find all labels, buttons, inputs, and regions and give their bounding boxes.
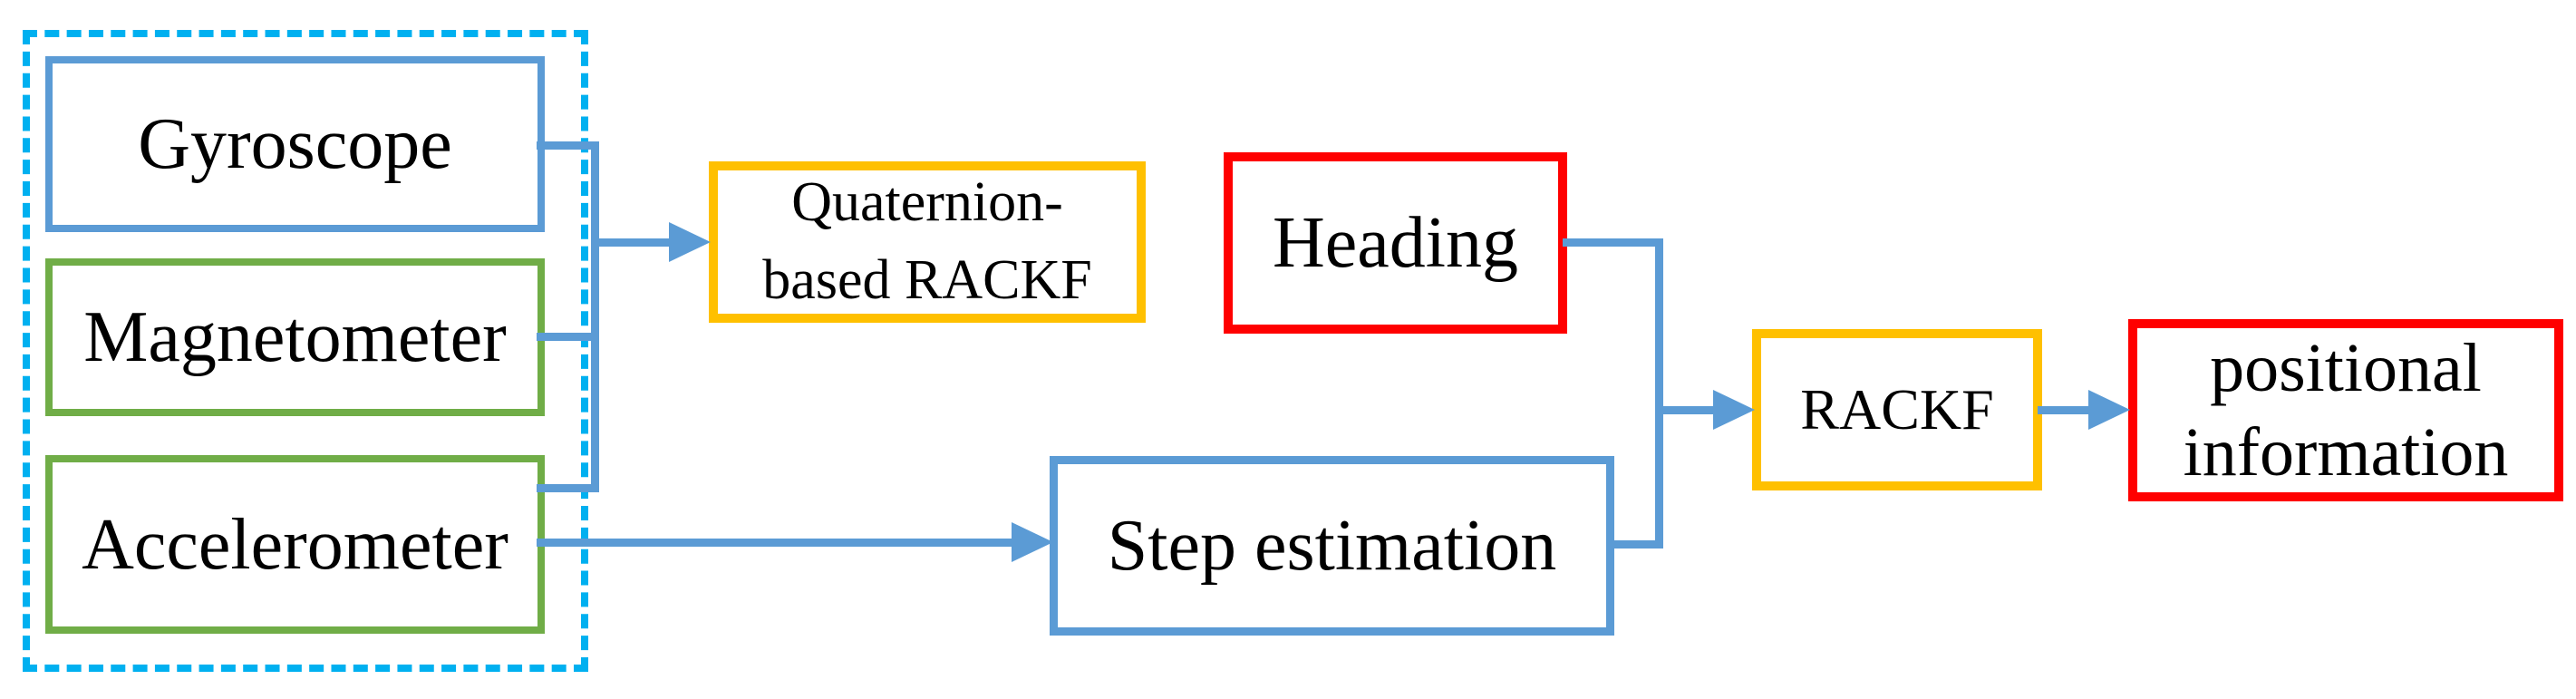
connector-heading-exit — [1563, 238, 1663, 247]
sensor-group-box — [23, 30, 588, 672]
connector-step-exit — [1610, 540, 1663, 549]
node-quaternion-based-rackf: Quaternion- based RACKF — [709, 161, 1146, 323]
arrowhead-into-rackf-icon — [1713, 390, 1755, 430]
rackf-label: RACKF — [1800, 377, 1994, 442]
node-gyroscope: Gyroscope — [45, 56, 545, 232]
magnetometer-label: Magnetometer — [83, 297, 507, 377]
arrowhead-into-quaternion-icon — [669, 222, 711, 262]
arrowhead-into-positional-icon — [2088, 390, 2130, 430]
quaternion-based-rackf-label: Quaternion- based RACKF — [762, 171, 1092, 311]
node-rackf: RACKF — [1752, 329, 2042, 490]
node-positional-information: positional information — [2128, 319, 2563, 501]
heading-label: Heading — [1272, 203, 1518, 283]
gyroscope-label: Gyroscope — [138, 104, 452, 184]
connector-magnetometer-stub — [537, 333, 599, 341]
step-estimation-label: Step estimation — [1107, 506, 1557, 586]
connector-sensor-collector-vertical — [591, 141, 599, 492]
node-magnetometer: Magnetometer — [45, 258, 545, 416]
connector-accelerometer-to-step-shaft — [537, 539, 1013, 547]
connector-sensors-to-quaternion-shaft — [591, 238, 673, 247]
connector-gyroscope-stub — [537, 141, 599, 150]
connector-accelerometer-stub — [537, 484, 599, 492]
connector-merge-vertical — [1655, 238, 1663, 549]
node-accelerometer: Accelerometer — [45, 455, 545, 634]
connector-rackf-to-positional-shaft — [2038, 406, 2090, 414]
positional-information-label: positional information — [2183, 329, 2509, 490]
arrowhead-into-step-estimation-icon — [1012, 522, 1053, 562]
accelerometer-label: Accelerometer — [82, 504, 508, 585]
node-step-estimation: Step estimation — [1050, 456, 1614, 636]
connector-merge-to-rackf-shaft — [1659, 406, 1715, 414]
node-heading: Heading — [1224, 152, 1567, 334]
